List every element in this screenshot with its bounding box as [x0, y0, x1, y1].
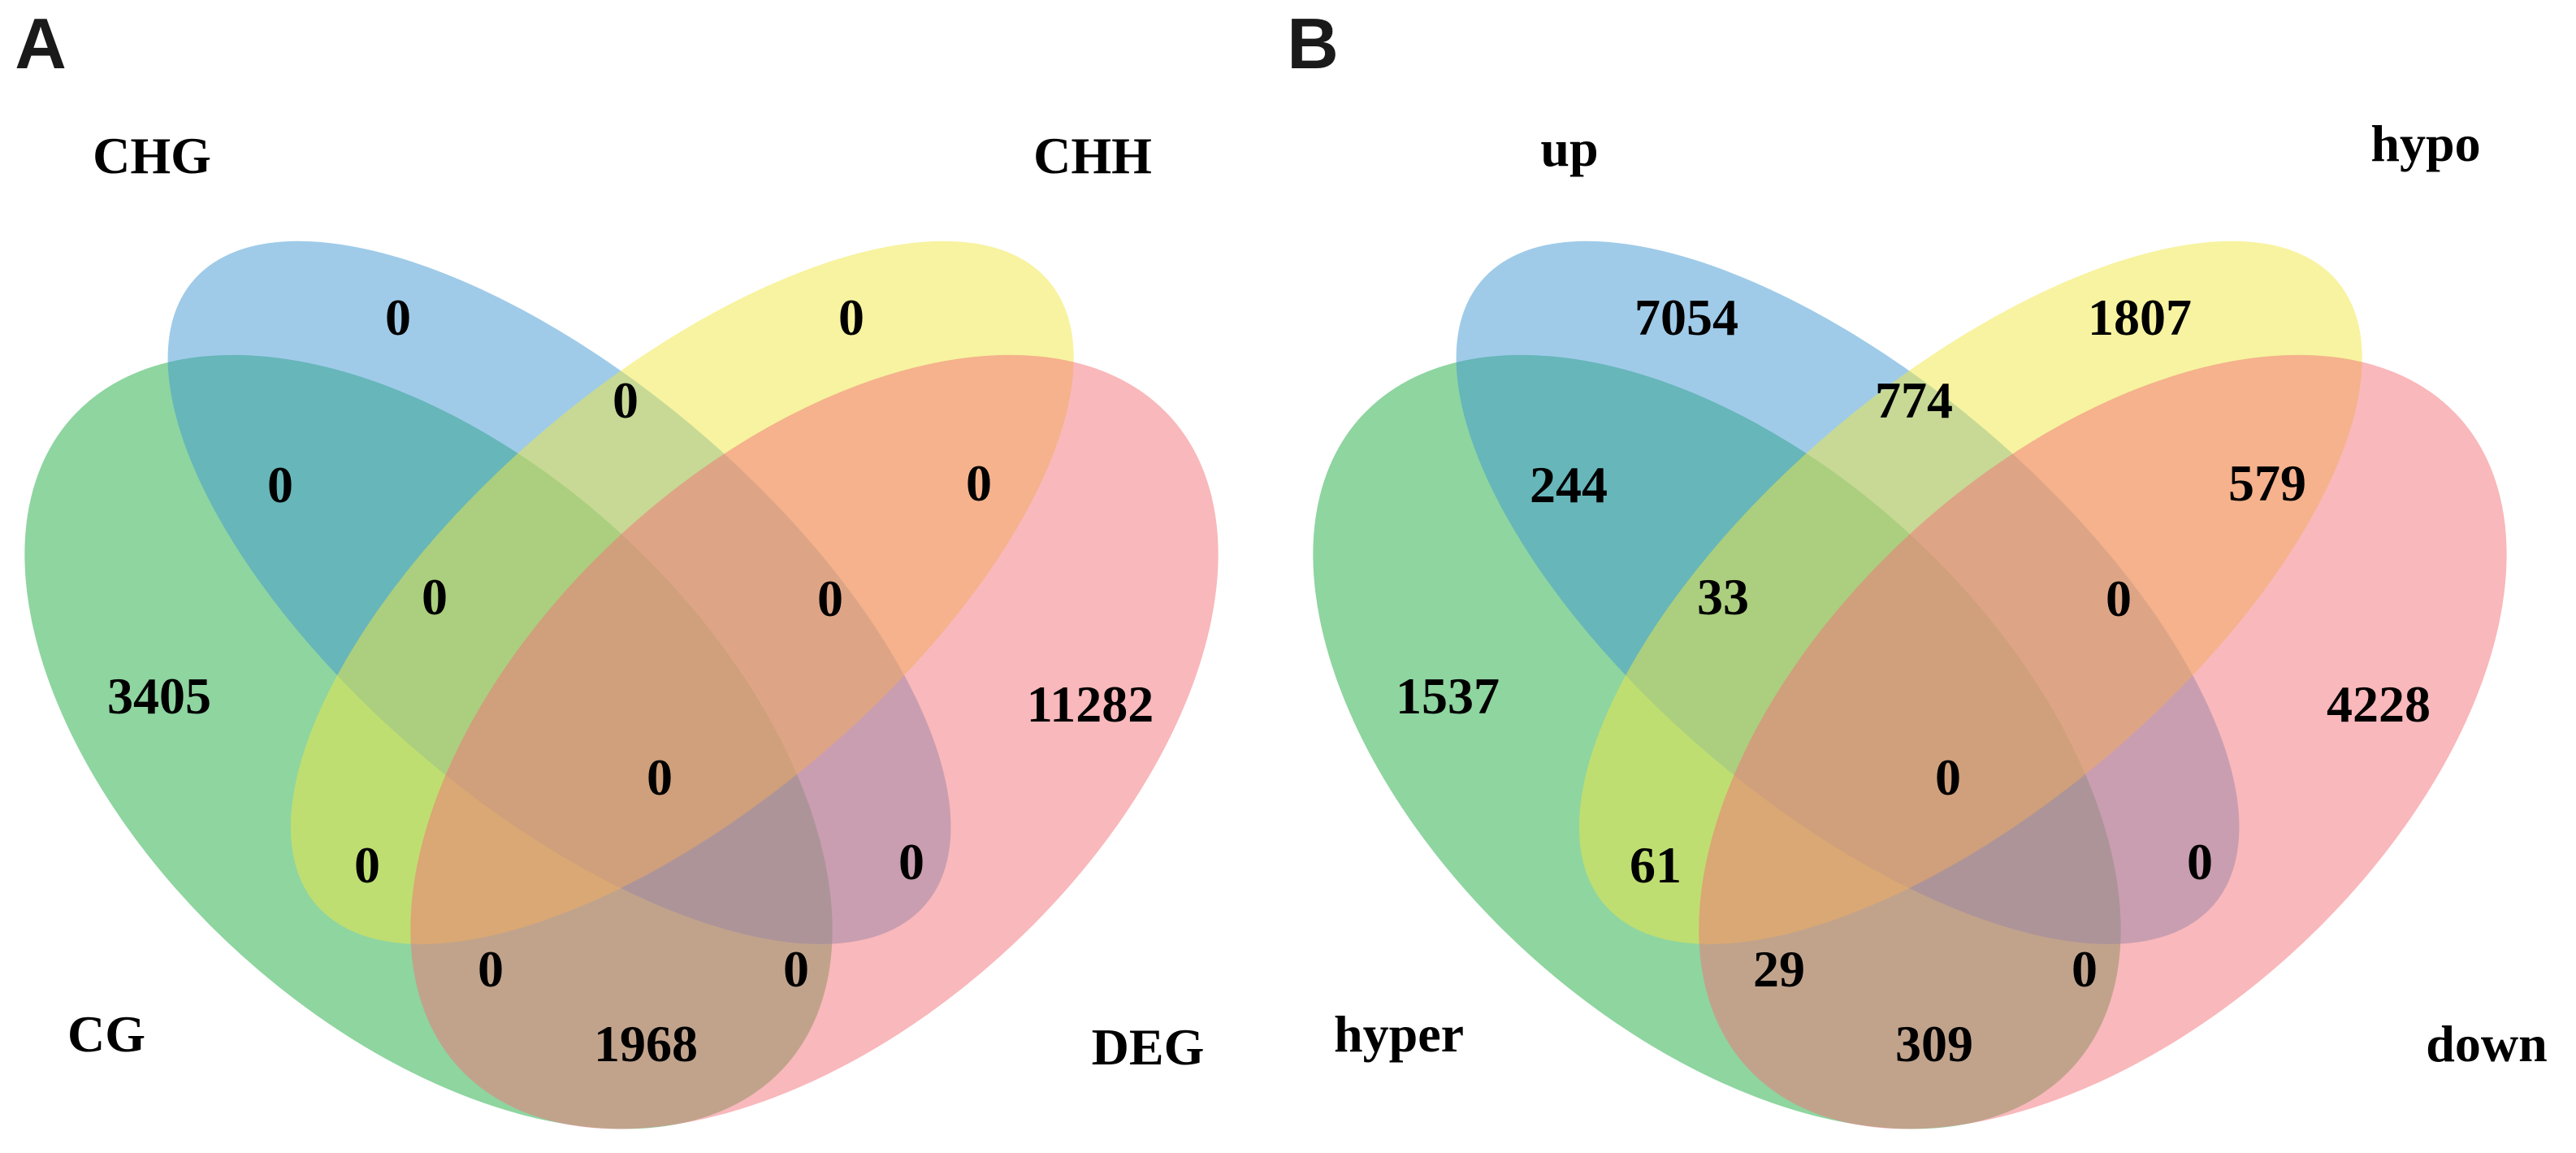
count-a-cg-only: 3405 [107, 667, 211, 725]
count-b-hypo-down: 579 [2228, 454, 2306, 512]
count-a-cg-chg-deg: 0 [783, 940, 809, 998]
count-a-deg-only: 11282 [1027, 675, 1154, 733]
ellipse-deg-pink [410, 354, 1219, 1129]
panel-b-ellipses [1313, 241, 2507, 1129]
set-label-chh: CHH [1033, 127, 1152, 184]
count-a-cg-chg: 0 [267, 456, 293, 514]
count-a-chh-deg: 0 [966, 454, 992, 512]
count-a-cg-chh: 0 [354, 836, 380, 894]
count-a-chh-only: 0 [838, 288, 864, 346]
count-b-hypo-only: 1807 [2088, 288, 2192, 346]
count-b-hyper-only: 1537 [1396, 667, 1500, 725]
venn-panel-b: B up hypo hyper down 7054 1807 774 244 5… [1287, 3, 2548, 1129]
set-label-deg: DEG [1092, 1018, 1205, 1076]
panel-a-ellipses [24, 241, 1219, 1129]
count-b-hyper-down: 309 [1895, 1015, 1973, 1073]
count-b-up-down: 0 [2187, 833, 2213, 891]
panel-letter-b: B [1287, 3, 1339, 84]
count-a-chg-chh: 0 [613, 371, 639, 429]
set-label-hypo: hypo [2370, 115, 2480, 172]
count-a-chg-deg: 0 [898, 833, 924, 891]
count-b-up-only: 7054 [1634, 288, 1738, 346]
count-b-hyper-up: 244 [1530, 456, 1608, 514]
count-a-cg-chg-chh: 0 [422, 568, 448, 626]
set-label-down: down [2426, 1015, 2547, 1073]
count-b-hyper-hypo-down: 29 [1753, 940, 1805, 998]
set-label-cg: CG [67, 1005, 145, 1063]
count-b-hyper-up-hypo: 33 [1697, 568, 1749, 626]
set-label-up: up [1540, 119, 1598, 177]
count-b-down-only: 4228 [2327, 675, 2431, 733]
panel-letter-a: A [15, 3, 67, 84]
count-a-chg-only: 0 [385, 288, 411, 346]
ellipse-down-pink [1699, 354, 2507, 1129]
count-b-hyper-up-down: 0 [2072, 940, 2098, 998]
count-b-up-hypo-down: 0 [2106, 570, 2132, 627]
count-a-cg-deg: 1968 [594, 1015, 698, 1073]
count-b-all-four: 0 [1935, 748, 1961, 806]
count-b-up-hypo: 774 [1875, 371, 1953, 429]
venn-panel-a: A CHG CHH CG DEG 0 0 0 0 0 0 0 3405 1128… [15, 3, 1219, 1129]
count-a-cg-chh-deg: 0 [478, 940, 504, 998]
set-label-chg: CHG [93, 127, 211, 184]
count-a-chg-chh-deg: 0 [817, 570, 843, 627]
set-label-hyper: hyper [1334, 1005, 1464, 1063]
count-a-all-four: 0 [647, 748, 673, 806]
count-b-hyper-hypo: 61 [1630, 836, 1682, 894]
